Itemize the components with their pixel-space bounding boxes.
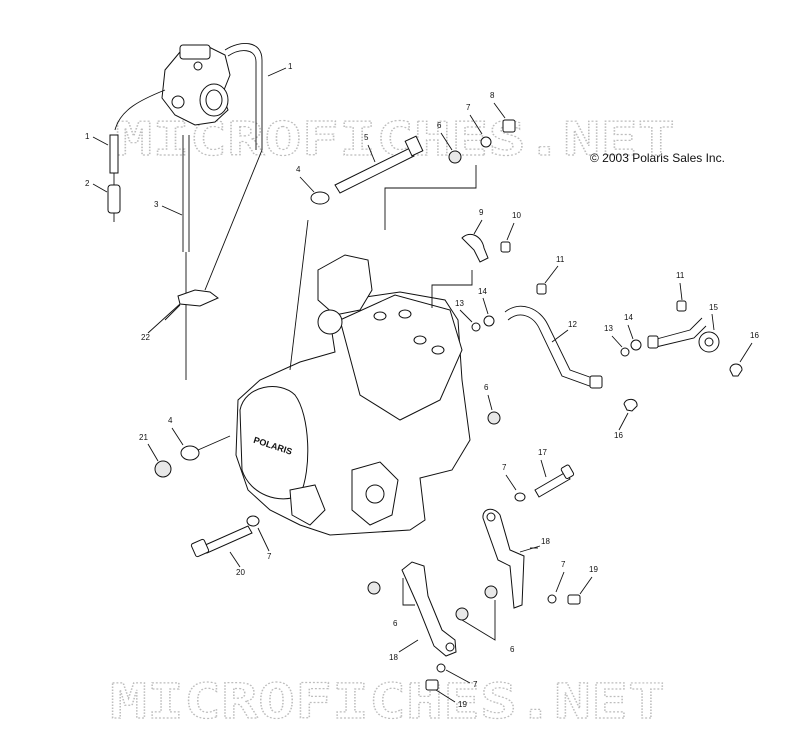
callout-19b: 19 xyxy=(458,700,467,709)
callout-22: 22 xyxy=(141,333,150,342)
callout-5: 5 xyxy=(364,133,369,142)
callout-17: 17 xyxy=(538,448,547,457)
callout-13a: 13 xyxy=(455,299,464,308)
callout-13b: 13 xyxy=(604,324,613,333)
washer-7-left xyxy=(246,515,260,527)
oil-line xyxy=(504,305,603,389)
callout-10: 10 xyxy=(512,211,521,220)
callout-14b: 14 xyxy=(624,313,633,322)
bracket-lower xyxy=(401,561,457,657)
leader-lines xyxy=(92,67,753,703)
callout-16b: 16 xyxy=(614,431,623,440)
washer-7-bracket xyxy=(547,594,557,604)
washer-13-right xyxy=(620,347,630,357)
bracket-upper xyxy=(482,508,525,609)
callout-7d: 7 xyxy=(561,560,566,569)
callout-labels: 1 1 2 3 4 4 5 6 6 6 6 7 7 7 7 7 8 9 10 1… xyxy=(85,62,759,709)
washer-13-left xyxy=(471,322,481,332)
nut-6-bracket-mid xyxy=(455,607,469,621)
callout-16a: 16 xyxy=(750,331,759,340)
callout-3: 3 xyxy=(154,200,159,209)
callout-18b: 18 xyxy=(389,653,398,662)
engine: POLARIS xyxy=(235,254,471,536)
callout-7a: 7 xyxy=(466,103,471,112)
oil-line-right xyxy=(647,317,720,353)
bolt-10 xyxy=(500,241,511,253)
vent-line xyxy=(182,135,190,380)
nut-6-top xyxy=(448,150,462,164)
watermark-bottom: MICROFICHES.NET xyxy=(110,674,665,730)
callout-4b: 4 xyxy=(168,416,173,425)
nut-6-right xyxy=(487,411,501,425)
fuel-line-left xyxy=(107,89,166,222)
bolt-17 xyxy=(534,464,575,498)
hose-right xyxy=(224,43,263,150)
clamp-16-lower xyxy=(623,398,638,412)
callout-6a: 6 xyxy=(437,121,442,130)
callout-6c: 6 xyxy=(393,619,398,628)
bolt-11-right xyxy=(676,300,687,312)
callout-8: 8 xyxy=(490,91,495,100)
washer-7-bottom xyxy=(436,663,446,673)
leader-line-top xyxy=(384,165,477,230)
callout-21: 21 xyxy=(139,433,148,442)
nut-6-bracket-right xyxy=(484,585,498,599)
long-bolt xyxy=(334,135,424,194)
nut-6-bracket-left xyxy=(367,581,381,595)
callout-14a: 14 xyxy=(478,287,487,296)
washer-4-top xyxy=(310,191,330,205)
copyright-notice: © 2003 Polaris Sales Inc. xyxy=(590,151,725,165)
washer-14-left xyxy=(483,315,495,327)
nut-21 xyxy=(154,460,172,478)
callout-7c: 7 xyxy=(502,463,507,472)
clamp-16-right xyxy=(729,363,743,377)
callout-6b: 6 xyxy=(484,383,489,392)
callout-7e: 7 xyxy=(473,680,478,689)
callout-19a: 19 xyxy=(589,565,598,574)
callout-4a: 4 xyxy=(296,165,301,174)
bolt-19-right xyxy=(567,594,581,605)
callout-2: 2 xyxy=(85,179,90,188)
washer-7-right xyxy=(514,492,526,502)
callout-11a: 11 xyxy=(556,255,565,264)
callout-18a: 18 xyxy=(541,537,550,546)
bolt-19-bottom xyxy=(425,679,439,691)
callout-7b: 7 xyxy=(267,552,272,561)
washer-4-left xyxy=(180,445,200,461)
bolt-8 xyxy=(502,119,516,133)
callout-6d: 6 xyxy=(510,645,515,654)
washer-14-right xyxy=(630,339,642,351)
callout-11b: 11 xyxy=(676,271,685,280)
callout-20: 20 xyxy=(236,568,245,577)
callout-1b: 1 xyxy=(85,132,90,141)
callout-15: 15 xyxy=(709,303,718,312)
carburetor xyxy=(161,44,231,126)
washer-7-top xyxy=(480,136,492,148)
clip-9 xyxy=(461,233,489,263)
bolt-11-left xyxy=(536,283,547,295)
bolt-20 xyxy=(190,525,253,558)
callout-12: 12 xyxy=(568,320,577,329)
callout-1a: 1 xyxy=(288,62,293,71)
clamp xyxy=(164,149,263,321)
callout-9: 9 xyxy=(479,208,484,217)
